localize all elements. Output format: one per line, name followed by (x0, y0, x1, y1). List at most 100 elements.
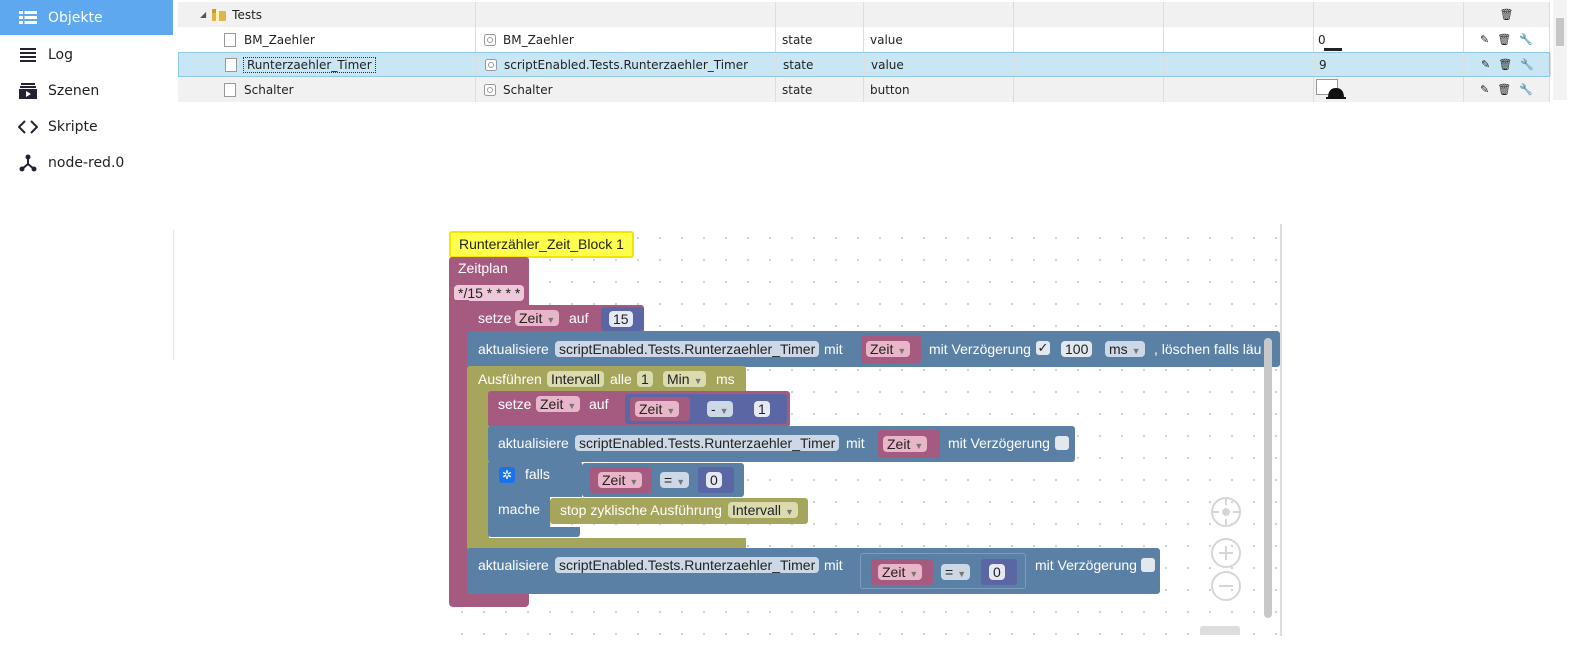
row-name: Runterzaehler_Timer (243, 56, 376, 73)
zoom-out-icon[interactable] (1211, 571, 1241, 601)
delete-icon[interactable]: 🗑 (1498, 58, 1513, 71)
number-block[interactable]: 0 (981, 559, 1017, 585)
delay-checkbox[interactable] (1141, 558, 1155, 572)
set-variable-block[interactable]: setze Zeit▼ auf 15 (467, 305, 644, 333)
zoom-in-icon[interactable] (1211, 538, 1241, 568)
math-block[interactable]: Zeit▼ -▼ 1 (625, 394, 787, 424)
folder-row-tests[interactable]: ◢ Tests 🗑 (178, 2, 1550, 27)
get-variable-block[interactable]: Zeit▼ (590, 467, 652, 493)
delay-label: mit Verzögerung (948, 435, 1050, 451)
clear-running-label: , löschen falls läu (1154, 341, 1262, 357)
update-label: aktualisiere (498, 435, 569, 451)
get-variable-block[interactable]: Zeit▼ (630, 397, 690, 421)
wrench-icon[interactable]: 🔧 (1519, 83, 1533, 96)
table-scrollbar[interactable] (1553, 0, 1567, 100)
wrench-icon[interactable]: 🔧 (1519, 33, 1533, 46)
number-field[interactable]: 0 (989, 564, 1005, 580)
schedule-block-spine (449, 300, 469, 596)
update-label: aktualisiere (478, 341, 549, 357)
variable-dropdown[interactable]: Zeit▼ (515, 310, 560, 326)
number-field[interactable]: 15 (609, 311, 633, 327)
edit-icon[interactable]: ✎ (1480, 83, 1490, 96)
table-row[interactable]: BM_Zaehler BM_Zaehler state value 0 ✎ 🗑 … (178, 27, 1550, 52)
variable-dropdown[interactable]: Zeit▼ (883, 436, 928, 452)
table-row[interactable]: Schalter Schalter state button ✎ 🗑 🔧 (178, 77, 1550, 102)
operator-dropdown[interactable]: -▼ (707, 401, 733, 417)
state-icon (484, 33, 496, 46)
trash-icon[interactable] (1200, 626, 1240, 635)
edit-icon[interactable]: ✎ (1480, 33, 1490, 46)
do-label: mache (498, 501, 541, 517)
interval-value[interactable]: 1 (637, 371, 653, 387)
stop-interval-block[interactable]: stop zyklische Ausführung Intervall▼ (550, 498, 808, 524)
delete-icon[interactable]: 🗑 (1497, 33, 1512, 46)
get-variable-block[interactable]: Zeit▼ (878, 430, 940, 458)
if-block[interactable]: ✲ falls (488, 461, 582, 497)
compare-block[interactable]: Zeit▼ =▼ 0 (860, 553, 1026, 589)
interval-name-field[interactable]: Intervall (547, 371, 605, 387)
variable-dropdown[interactable]: Zeit▼ (866, 341, 911, 357)
comment-text: Runterzähler_Zeit_Block 1 (459, 236, 624, 252)
update-state-block[interactable]: aktualisiere scriptEnabled.Tests.Runterz… (467, 548, 1160, 594)
delay-value[interactable]: 100 (1061, 341, 1093, 357)
execute-label: Ausführen (478, 371, 542, 387)
object-id-field[interactable]: scriptEnabled.Tests.Runterzaehler_Timer (555, 557, 820, 573)
sidebar-item-log[interactable]: Log (0, 37, 173, 72)
delay-checkbox[interactable] (1055, 436, 1069, 450)
gear-icon[interactable]: ✲ (499, 467, 515, 483)
row-id: scriptEnabled.Tests.Runterzaehler_Timer (504, 57, 749, 72)
edit-icon[interactable]: ✎ (1481, 58, 1491, 71)
get-variable-block[interactable]: Zeit▼ (871, 559, 933, 585)
object-id-field[interactable]: scriptEnabled.Tests.Runterzaehler_Timer (555, 341, 820, 357)
delete-icon[interactable]: 🗑 (1497, 83, 1512, 96)
sidebar-item-label: node-red.0 (48, 154, 125, 171)
variable-dropdown[interactable]: Zeit▼ (635, 401, 680, 417)
set-variable-block[interactable]: setze Zeit▼ auf Zeit▼ -▼ 1 (488, 391, 790, 427)
sidebar-item-szenen[interactable]: Szenen (0, 73, 173, 108)
workspace-scrollbar[interactable] (1264, 338, 1272, 618)
interval-name-dropdown[interactable]: Intervall▼ (728, 502, 798, 518)
delay-label: mit Verzögerung (1035, 557, 1137, 573)
number-block[interactable]: 0 (698, 467, 734, 493)
variable-dropdown[interactable]: Zeit▼ (878, 564, 923, 580)
row-value[interactable]: 9 (1319, 57, 1327, 72)
bell-icon[interactable] (1326, 85, 1346, 102)
update-state-block[interactable]: aktualisiere scriptEnabled.Tests.Runterz… (467, 331, 1280, 367)
operator-dropdown[interactable]: =▼ (941, 564, 971, 580)
variable-dropdown[interactable]: Zeit▼ (536, 396, 581, 412)
variable-dropdown[interactable]: Zeit▼ (598, 472, 643, 488)
operator-dropdown[interactable]: =▼ (660, 472, 690, 488)
get-variable-block[interactable]: Zeit▼ (861, 335, 921, 363)
file-icon (224, 32, 236, 47)
table-row-selected[interactable]: Runterzaehler_Timer scriptEnabled.Tests.… (178, 52, 1551, 77)
collapse-caret-icon[interactable]: ◢ (200, 10, 207, 19)
interval-unit-dropdown[interactable]: Min▼ (663, 371, 707, 387)
state-icon (485, 58, 497, 71)
sidebar-item-skripte[interactable]: Skripte (0, 109, 173, 144)
sidebar-item-objekte[interactable]: Objekte (0, 0, 173, 35)
number-block[interactable]: 15 (601, 307, 644, 331)
sidebar-item-node-red[interactable]: node-red.0 (0, 145, 173, 180)
sidebar: Objekte Log Szenen Skripte node-red.0 (0, 0, 173, 200)
number-field[interactable]: 0 (706, 472, 722, 488)
comment-block[interactable]: Runterzähler_Zeit_Block 1 (449, 231, 634, 258)
update-state-block[interactable]: aktualisiere scriptEnabled.Tests.Runterz… (488, 426, 1075, 462)
object-id-field[interactable]: scriptEnabled.Tests.Runterzaehler_Timer (575, 435, 840, 451)
interval-block[interactable]: Ausführen Intervall alle 1 Min▼ ms (467, 366, 746, 392)
row-value[interactable]: 0 (1318, 32, 1326, 47)
sidebar-item-label: Log (48, 46, 74, 63)
recenter-icon[interactable] (1211, 497, 1241, 527)
compare-block[interactable]: Zeit▼ =▼ 0 (582, 463, 744, 497)
schedule-cron[interactable]: */15 * * * * (454, 285, 525, 301)
wrench-icon[interactable]: 🔧 (1520, 58, 1534, 71)
delay-checkbox[interactable]: ✓ (1036, 340, 1050, 355)
schedule-block[interactable]: Zeitplan */15 * * * * (449, 257, 529, 307)
with-label: mit (824, 557, 843, 573)
unit-dropdown[interactable]: ms▼ (1105, 341, 1145, 357)
list-icon (18, 8, 38, 28)
number-field[interactable]: 1 (754, 401, 770, 417)
schedule-block-bottom (449, 594, 529, 607)
every-label: alle (610, 371, 632, 387)
delete-icon[interactable]: 🗑 (1499, 8, 1514, 21)
if-block-bottom (488, 527, 580, 537)
